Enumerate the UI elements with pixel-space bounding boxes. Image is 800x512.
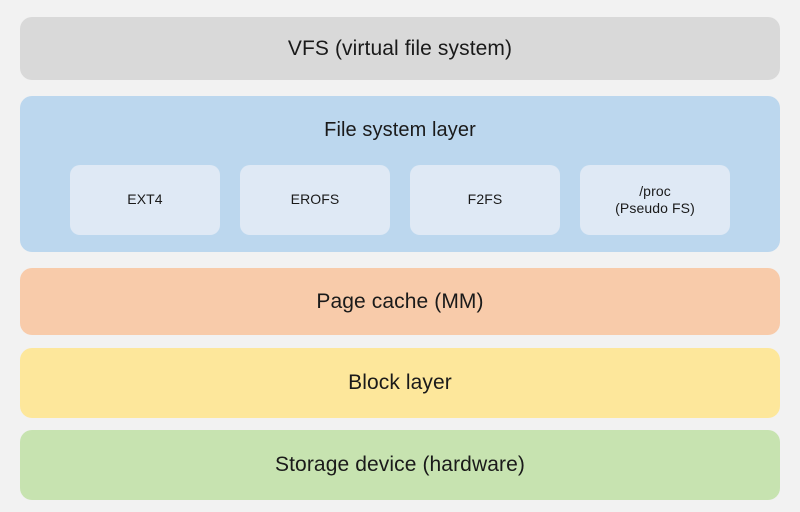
layer-page-cache-label: Page cache (MM) [316, 289, 484, 313]
layer-vfs-label: VFS (virtual file system) [287, 36, 513, 60]
filesystem-child-erofs-label: EROFS [290, 191, 340, 208]
filesystem-child-f2fs-label: F2FS [467, 191, 503, 208]
layer-page-cache: Page cache (MM) [20, 268, 780, 335]
filesystem-child-ext4-label: EXT4 [127, 191, 163, 208]
layer-filesystem-label: File system layer [324, 119, 476, 141]
layer-block-layer: Block layer [20, 348, 780, 418]
layer-storage-device: Storage device (hardware) [20, 430, 780, 500]
filesystem-child-erofs: EROFS [240, 165, 390, 235]
filesystem-child-f2fs: F2FS [410, 165, 560, 235]
layer-storage-device-label: Storage device (hardware) [275, 453, 525, 476]
filesystem-child-ext4: EXT4 [70, 165, 220, 235]
layer-filesystem: File system layer EXT4 EROFS F2FS /proc … [20, 96, 780, 252]
filesystem-child-proc: /proc (Pseudo FS) [580, 165, 730, 235]
filesystem-children: EXT4 EROFS F2FS /proc (Pseudo FS) [70, 165, 730, 235]
layer-block-layer-label: Block layer [348, 371, 452, 394]
filesystem-child-proc-label: /proc (Pseudo FS) [615, 182, 695, 217]
layer-filesystem-title: File system layer [20, 96, 780, 165]
layer-vfs: VFS (virtual file system) [20, 17, 780, 80]
